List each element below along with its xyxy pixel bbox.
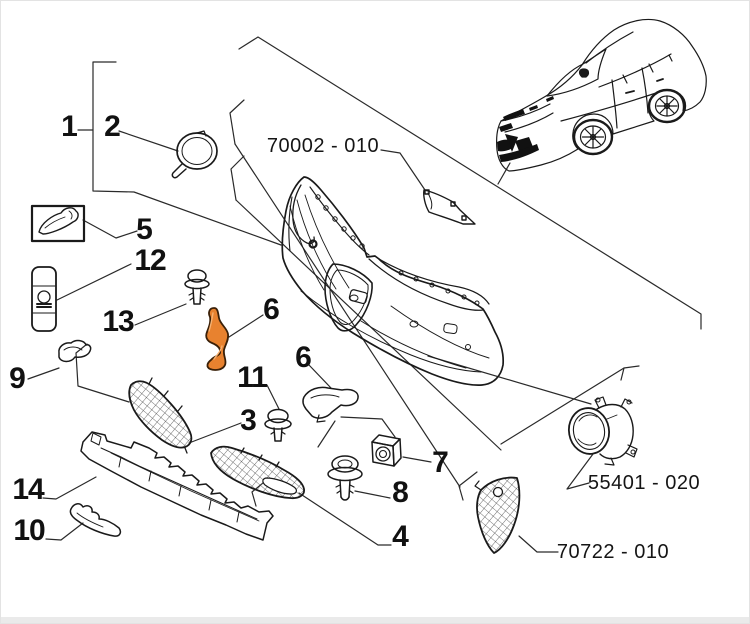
callout-11[interactable]: 11: [237, 361, 268, 394]
push-pin-clip-drawing: [264, 408, 292, 442]
license-bracket-panel-drawing: [423, 189, 476, 225]
highlighted-side-bracket-drawing[interactable]: [205, 307, 230, 371]
callout-6-left[interactable]: 6: [263, 293, 280, 326]
callout-2[interactable]: 2: [104, 110, 121, 143]
callout-1[interactable]: 1: [61, 110, 78, 143]
bottom-edge-bar: [1, 617, 749, 623]
spray-can-drawing: [31, 266, 57, 332]
scudetto-grille-insert-drawing: [474, 476, 521, 554]
callout-10[interactable]: 10: [13, 514, 45, 547]
callout-9[interactable]: 9: [9, 362, 26, 395]
side-bracket-small-drawing: [58, 339, 92, 363]
callout-7[interactable]: 7: [432, 446, 449, 479]
grille-insert-right-drawing: [210, 445, 305, 500]
front-wheel: [572, 118, 614, 156]
part-number-70002-010[interactable]: 70002 - 010: [266, 135, 380, 157]
lower-bracket-drawing: [69, 503, 122, 537]
callout-12[interactable]: 12: [134, 244, 166, 277]
callout-5[interactable]: 5: [136, 213, 153, 246]
leader-lines: [27, 36, 702, 553]
callout-8[interactable]: 8: [392, 476, 409, 509]
sealant-box-drawing: [30, 204, 86, 243]
fog-lamp-drawing: [568, 396, 638, 466]
scudetto-opening: [324, 263, 373, 332]
callout-3[interactable]: 3: [240, 404, 257, 437]
push-pin-clip-small-drawing: [184, 269, 210, 305]
callout-13[interactable]: 13: [102, 305, 134, 338]
mounting-bracket-drawing: [302, 386, 359, 423]
callout-4[interactable]: 4: [392, 520, 409, 553]
front-bumper-cover-drawing: [281, 176, 505, 386]
vehicle-front-three-quarter-sketch: [496, 18, 707, 172]
grille-insert-left-drawing: [128, 377, 193, 454]
part-number-55401-020[interactable]: 55401 - 020: [587, 472, 701, 494]
lower-absorber-panel-drawing: [80, 431, 274, 541]
rear-wheel: [647, 88, 687, 124]
part-number-70722-010[interactable]: 70722 - 010: [556, 541, 670, 563]
cage-nut-clip-drawing: [371, 434, 402, 467]
tow-hook-cover-drawing: [171, 130, 218, 179]
callout-6-right[interactable]: 6: [295, 341, 312, 374]
callout-14[interactable]: 14: [12, 473, 44, 506]
push-pin-clip-large-drawing: [327, 455, 363, 501]
